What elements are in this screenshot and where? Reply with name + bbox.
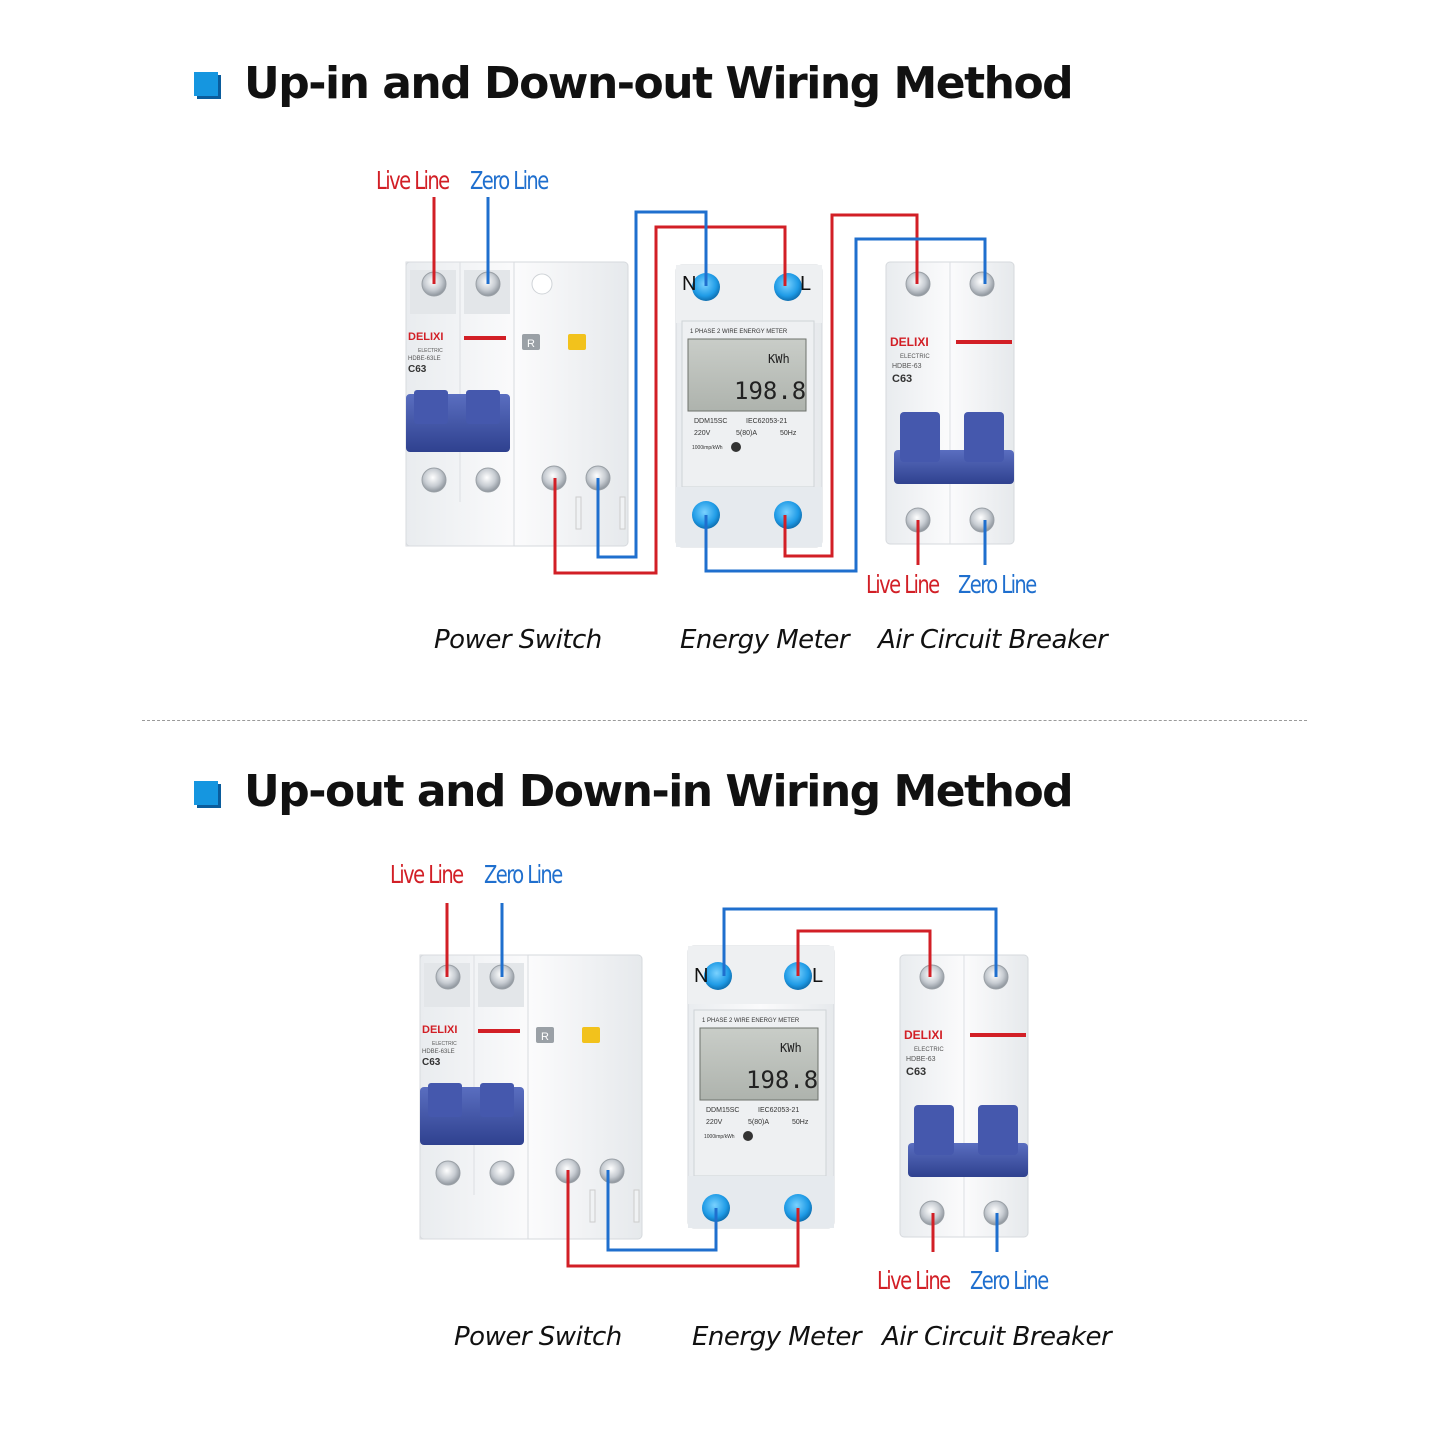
s1-bottom-zero-label: Zero Line: [958, 570, 1037, 599]
svg-text:HDBE-63LE: HDBE-63LE: [422, 1049, 455, 1055]
s1-meter-n-terminal: [692, 273, 720, 301]
svg-text:HDBE-63: HDBE-63: [892, 363, 922, 370]
s1-meter-n-label: N: [682, 273, 696, 295]
svg-text:C63: C63: [892, 373, 912, 385]
s2-energy-meter-label: Energy Meter: [692, 1322, 862, 1352]
s2-top-live-label: Live Line: [390, 860, 464, 889]
svg-text:KWh: KWh: [768, 352, 790, 366]
s2-bottom-zero-label: Zero Line: [970, 1266, 1049, 1295]
svg-text:1000imp/kWh: 1000imp/kWh: [692, 445, 723, 451]
s1-air-breaker-label: Air Circuit Breaker: [878, 625, 1108, 655]
svg-text:198.8: 198.8: [746, 1066, 818, 1094]
svg-text:HDBE-63: HDBE-63: [906, 1056, 936, 1063]
svg-text:KWh: KWh: [780, 1041, 802, 1055]
svg-text:DELIXI: DELIXI: [890, 335, 929, 349]
svg-text:1000imp/kWh: 1000imp/kWh: [704, 1134, 735, 1140]
svg-text:ELECTRIC: ELECTRIC: [432, 1041, 457, 1047]
svg-text:C63: C63: [422, 1057, 441, 1068]
svg-text:50Hz: 50Hz: [780, 430, 797, 437]
s1-energy-meter-label: Energy Meter: [680, 625, 850, 655]
svg-text:220V: 220V: [706, 1119, 723, 1126]
s1-power-switch: DELIXI ELECTRIC HDBE-63LE C63 R: [405, 261, 629, 547]
svg-text:DELIXI: DELIXI: [422, 1024, 457, 1036]
svg-text:1 PHASE 2 WIRE ENERGY METER: 1 PHASE 2 WIRE ENERGY METER: [690, 329, 788, 335]
s2-meter-n-label: N: [694, 965, 708, 987]
svg-text:5(80)A: 5(80)A: [748, 1119, 769, 1126]
svg-text:C63: C63: [906, 1066, 926, 1078]
s2-air-breaker-label: Air Circuit Breaker: [882, 1322, 1112, 1352]
svg-text:ELECTRIC: ELECTRIC: [914, 1047, 944, 1053]
svg-text:5(80)A: 5(80)A: [736, 430, 757, 437]
svg-text:50Hz: 50Hz: [792, 1119, 809, 1126]
section-divider: [142, 720, 1307, 721]
svg-text:IEC62053-21: IEC62053-21: [746, 418, 787, 425]
s2-energy-meter: 1 PHASE 2 WIRE ENERGY METER KWh 198.8 DD…: [687, 945, 835, 1229]
s1-top-live-label: Live Line: [376, 166, 450, 195]
svg-text:ELECTRIC: ELECTRIC: [900, 354, 930, 360]
s1-group: DELIXI ELECTRIC HDBE-63LE C63 R 1 P: [405, 197, 1015, 575]
section-1-title: Up-in and Down-out Wiring Method: [244, 58, 1074, 109]
svg-text:ELECTRIC: ELECTRIC: [418, 348, 443, 354]
section-2-title: Up-out and Down-in Wiring Method: [244, 766, 1074, 817]
section-2-title-marker: [194, 781, 218, 805]
svg-text:DDM15SC: DDM15SC: [694, 418, 727, 425]
svg-text:DDM15SC: DDM15SC: [706, 1107, 739, 1114]
s1-wires: [432, 197, 987, 575]
s1-top-zero-label: Zero Line: [470, 166, 549, 195]
svg-text:220V: 220V: [694, 430, 711, 437]
svg-text:1 PHASE 2 WIRE ENERGY METER: 1 PHASE 2 WIRE ENERGY METER: [702, 1018, 800, 1024]
svg-text:DELIXI: DELIXI: [904, 1028, 943, 1042]
s1-meter-l-label: L: [800, 273, 811, 295]
section-1-title-marker: [194, 72, 218, 96]
s1-air-breaker: DELIXI ELECTRIC HDBE-63 C63: [885, 261, 1015, 545]
s2-power-switch: DELIXI ELECTRIC HDBE-63LE C63 R: [419, 954, 643, 1240]
svg-text:HDBE-63LE: HDBE-63LE: [408, 356, 441, 362]
s2-meter-l-label: L: [812, 965, 823, 987]
svg-text:R: R: [527, 338, 535, 350]
s2-group: DELIXI ELECTRIC HDBE-63LE C63 R 1 P: [419, 903, 1029, 1268]
s2-wires: [445, 903, 999, 1268]
svg-text:R: R: [541, 1031, 549, 1043]
s1-power-switch-label: Power Switch: [434, 625, 602, 655]
svg-text:C63: C63: [408, 364, 427, 375]
s1-meter-l-terminal: [774, 273, 802, 301]
s1-energy-meter: 1 PHASE 2 WIRE ENERGY METER KWh 198.8 DD…: [675, 264, 823, 548]
svg-text:198.8: 198.8: [734, 377, 806, 405]
s2-power-switch-label: Power Switch: [454, 1322, 622, 1352]
s1-bottom-live-label: Live Line: [866, 570, 940, 599]
s2-bottom-live-label: Live Line: [877, 1266, 951, 1295]
s2-air-breaker: DELIXI ELECTRIC HDBE-63 C63: [899, 954, 1029, 1238]
s1-ps-brand: DELIXI: [408, 331, 443, 343]
s2-top-zero-label: Zero Line: [484, 860, 563, 889]
svg-text:IEC62053-21: IEC62053-21: [758, 1107, 799, 1114]
